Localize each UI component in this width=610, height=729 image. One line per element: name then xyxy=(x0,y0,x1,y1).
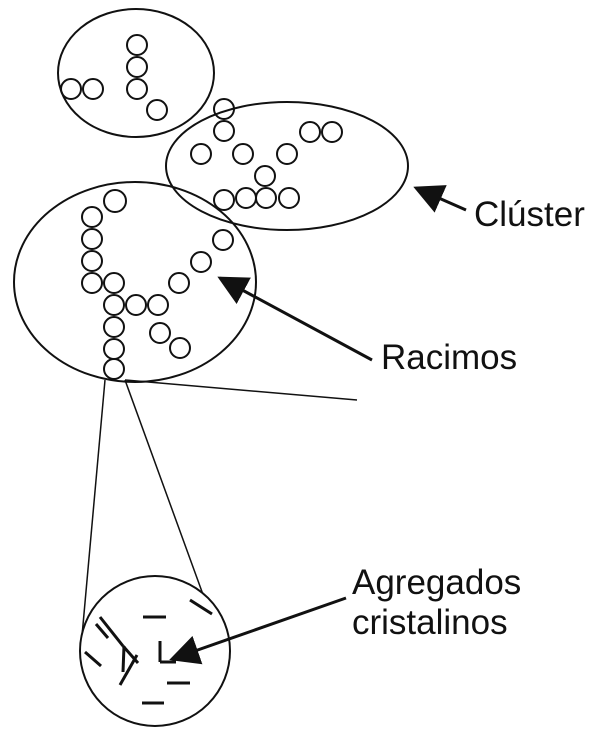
arrow-racimos xyxy=(217,276,373,362)
particle xyxy=(190,143,212,165)
arrow-agregados xyxy=(169,596,347,665)
particle xyxy=(276,143,298,165)
cluster-ellipse-top xyxy=(57,8,215,138)
particle xyxy=(103,358,125,380)
magnified-circle xyxy=(79,575,231,727)
particle xyxy=(103,189,127,213)
particle xyxy=(126,34,148,56)
particle xyxy=(232,143,254,165)
particle xyxy=(254,165,276,187)
particle xyxy=(81,250,103,272)
particle xyxy=(60,78,82,100)
particle xyxy=(126,78,148,100)
particle xyxy=(125,294,147,316)
particle xyxy=(190,251,212,273)
particle xyxy=(212,229,234,251)
particle xyxy=(103,272,125,294)
particle xyxy=(81,228,103,250)
label-agregados-line1: Agregados xyxy=(352,563,522,602)
particle xyxy=(82,78,104,100)
particle xyxy=(255,187,277,209)
label-racimos: Racimos xyxy=(381,338,518,377)
particle xyxy=(321,121,343,143)
particle xyxy=(81,206,103,228)
crystalline-aggregates xyxy=(84,598,213,705)
particle xyxy=(235,187,257,209)
particle xyxy=(213,189,235,211)
label-cluster: Clúster xyxy=(474,195,585,234)
particles-top xyxy=(60,34,168,121)
label-agregados-line2: cristalinos xyxy=(352,603,508,642)
particle xyxy=(149,322,171,344)
particles-large xyxy=(81,189,234,380)
particle xyxy=(126,56,148,78)
arrow-cluster xyxy=(413,185,467,213)
particle xyxy=(103,316,125,338)
particle xyxy=(147,294,169,316)
particle xyxy=(213,120,235,142)
particle xyxy=(146,99,168,121)
particle xyxy=(103,338,125,360)
particle xyxy=(278,187,300,209)
particle xyxy=(81,272,103,294)
particle xyxy=(299,121,321,143)
particle xyxy=(213,98,235,120)
particle xyxy=(168,272,190,294)
particle xyxy=(169,337,191,359)
particles-right xyxy=(190,98,343,211)
zoom-lines xyxy=(81,379,358,637)
label-agregados: Agregados cristalinos xyxy=(352,563,521,643)
arrows xyxy=(169,185,467,665)
cluster-ellipse-right xyxy=(165,101,409,231)
cluster-ellipse-large xyxy=(13,181,257,383)
particle xyxy=(103,294,125,316)
